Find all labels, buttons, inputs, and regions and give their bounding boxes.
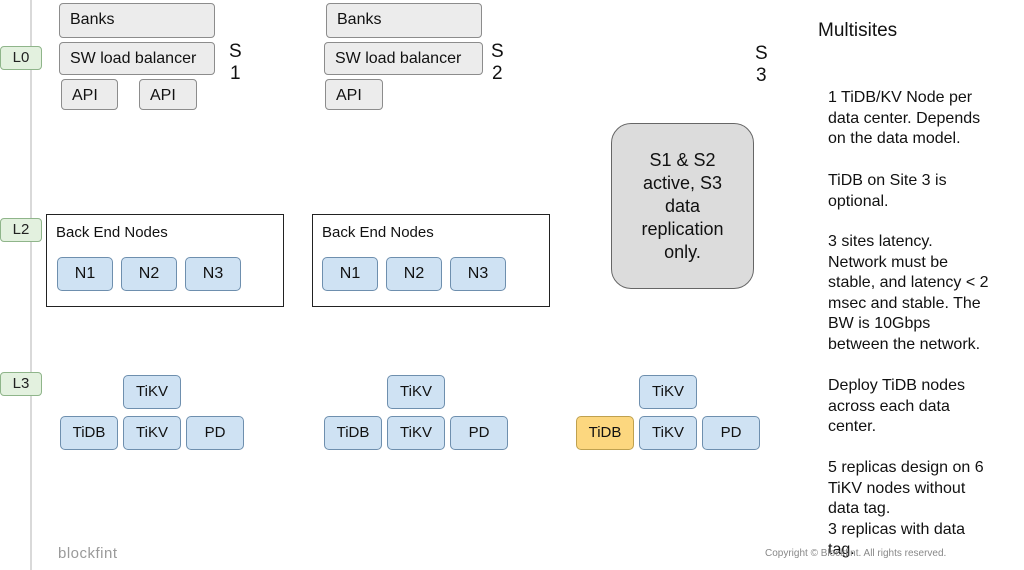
site1-banks-box: Banks (59, 3, 215, 38)
backend-panel-title: Back End Nodes (322, 224, 434, 241)
site-label-letter: S (755, 43, 768, 64)
site1-pd: PD (186, 416, 244, 450)
site1-tikv-top: TiKV (123, 375, 181, 409)
note-line: only. (664, 241, 701, 262)
site1-api-box: API (139, 79, 197, 110)
site2-node-n2: N2 (386, 257, 442, 291)
site2-node-n3: N3 (450, 257, 506, 291)
level-tag-l0: L0 (0, 46, 42, 70)
site-label-number: 1 (230, 63, 241, 84)
text-line: 3 replicas with data (828, 520, 965, 538)
side-paragraph: 3 sites latency. Network must be stable,… (828, 232, 1008, 355)
site2-pd: PD (450, 416, 508, 450)
site2-api-box: API (325, 79, 383, 110)
text-line: msec and stable. The (828, 294, 981, 312)
site1-node-n3: N3 (185, 257, 241, 291)
text-line: TiDB on Site 3 is (828, 172, 947, 189)
text-line: 1 TiDB/KV Node per (828, 89, 973, 106)
note-line: replication (641, 218, 724, 239)
site1-tidb: TiDB (60, 416, 118, 450)
company-logo: blockfint (58, 545, 118, 562)
copyright-text: Copyright © Blockfint. All rights reserv… (765, 548, 947, 559)
text-line: between the network. (828, 335, 981, 353)
site-label-number: 3 (756, 65, 767, 86)
text-line: stable, and latency < 2 (828, 274, 989, 291)
site2-tikv: TiKV (387, 416, 445, 450)
text-line: center. (828, 418, 877, 435)
site1-load-balancer-box: SW load balancer (59, 42, 215, 75)
site1-api-box: API (61, 79, 118, 110)
level-tag-l3: L3 (0, 372, 42, 396)
site1-node-n1: N1 (57, 257, 113, 291)
text-line: TiKV nodes without (828, 479, 966, 497)
site3-tidb-optional: TiDB (576, 416, 634, 450)
replication-note-text: S1 & S2 active, S3 data replication only… (641, 149, 723, 264)
site3-tikv-top: TiKV (639, 375, 697, 409)
site2-tidb: TiDB (324, 416, 382, 450)
text-line: on the data model. (828, 130, 961, 147)
text-line: optional. (828, 192, 889, 210)
note-line: S1 & S2 (649, 149, 716, 170)
text-line: Deploy TiDB nodes (828, 377, 965, 394)
side-paragraph: Deploy TiDB nodes across each data cente… (828, 376, 1008, 438)
level-tag-l2: L2 (0, 218, 42, 242)
site1-node-n2: N2 (121, 257, 177, 291)
text-line: tag. (828, 541, 855, 558)
site3-tikv: TiKV (639, 416, 697, 450)
replication-note-box: S1 & S2 active, S3 data replication only… (611, 123, 754, 289)
side-paragraph: TiDB on Site 3 is optional. (828, 171, 1008, 212)
site2-label: S 2 (491, 41, 511, 85)
site-label-letter: S (491, 41, 504, 62)
text-line: 5 replicas design on 6 (828, 459, 984, 476)
site2-tikv-top: TiKV (387, 375, 445, 409)
site2-banks-box: Banks (326, 3, 482, 38)
site3-label: S 3 (755, 43, 775, 87)
side-panel-title: Multisites (818, 20, 898, 41)
site-label-number: 2 (492, 63, 503, 84)
site-label-letter: S (229, 41, 242, 62)
text-line: 3 sites latency. (828, 233, 933, 250)
note-line: active, S3 (642, 172, 723, 193)
note-line: data (664, 195, 701, 216)
site1-tikv: TiKV (123, 416, 181, 450)
side-paragraph: 5 replicas design on 6 TiKV nodes withou… (828, 458, 1008, 561)
vertical-guide-line (30, 0, 32, 570)
site2-load-balancer-box: SW load balancer (324, 42, 483, 75)
site1-label: S 1 (229, 41, 249, 85)
text-line: BW is 10Gbps (828, 315, 931, 332)
site3-pd: PD (702, 416, 760, 450)
site2-node-n1: N1 (322, 257, 378, 291)
text-line: Network must be (828, 253, 949, 271)
text-line: across each data (828, 397, 950, 415)
text-line: data tag. (828, 500, 891, 517)
text-line: data center. Depends (828, 109, 981, 127)
backend-panel-title: Back End Nodes (56, 224, 168, 241)
side-paragraph: 1 TiDB/KV Node per data center. Depends … (828, 88, 1008, 150)
